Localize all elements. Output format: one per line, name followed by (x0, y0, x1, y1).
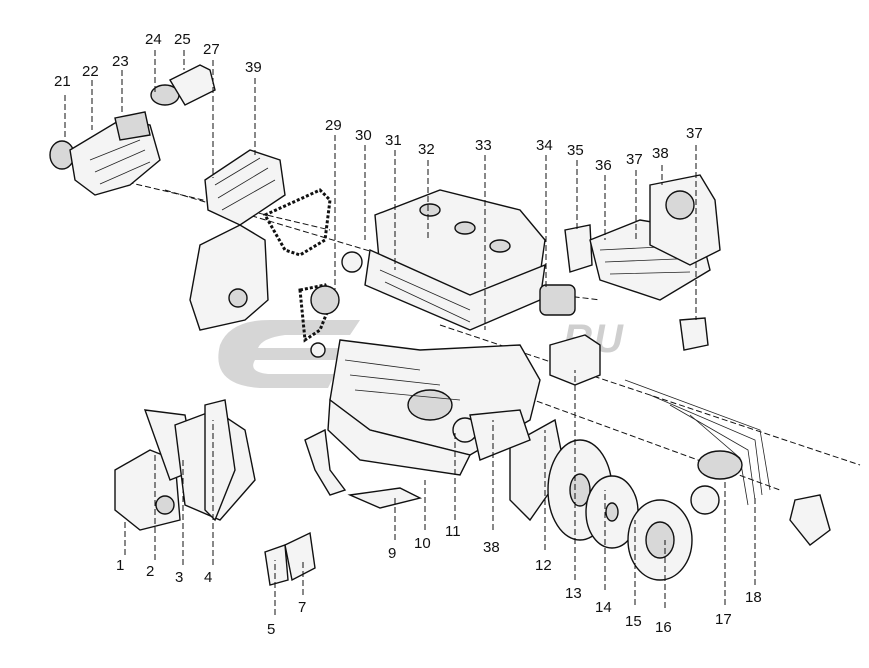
cylinder-head (364, 189, 546, 331)
timing-belt (262, 188, 363, 358)
callout-36: 38 (652, 145, 669, 162)
callout-29: 31 (385, 132, 402, 149)
callout-39: 39 (245, 59, 262, 76)
callout-1: 1 (116, 557, 124, 574)
callout-22: 24 (145, 31, 162, 48)
engine-block (327, 339, 541, 476)
callout-30: 32 (418, 141, 435, 158)
callout-21: 23 (112, 53, 129, 70)
callout-37: 37 (686, 125, 703, 142)
callout-33: 35 (567, 142, 584, 159)
callout-2: 2 (146, 563, 154, 580)
callout-24: 27 (203, 41, 220, 58)
callout-25: 29 (325, 117, 342, 134)
callout-19: 21 (54, 73, 71, 90)
callout-35: 37 (626, 151, 643, 168)
callout-13: 13 (565, 585, 582, 602)
callout-11: 11 (445, 523, 461, 540)
callout-32: 34 (536, 137, 553, 154)
callout-20: 22 (82, 63, 99, 80)
callout-23: 25 (174, 31, 191, 48)
callout-labels: 21 22 23 24 25 27 39 29 30 31 32 33 34 3… (54, 31, 762, 638)
valve-cover-gasket (204, 149, 286, 226)
oil-filter (539, 284, 576, 316)
callout-12: 12 (535, 557, 552, 574)
callout-4: 4 (204, 569, 212, 586)
callout-leaders (64, 50, 756, 615)
callout-17: 17 (715, 611, 732, 628)
distributor (564, 224, 593, 273)
throttle-body (649, 174, 721, 351)
small-plates (264, 531, 316, 586)
callout-34: 36 (595, 157, 612, 174)
starter-motor (549, 334, 601, 386)
callout-14: 14 (595, 599, 612, 616)
callout-15: 15 (625, 613, 642, 630)
coolant-outlet-assembly (49, 64, 216, 196)
callout-18: 18 (745, 589, 762, 606)
spark-plug-wires (624, 379, 771, 506)
callout-38: 38 (483, 539, 500, 556)
callout-5: 5 (267, 621, 275, 638)
callout-16: 16 (655, 619, 672, 636)
callout-9: 9 (388, 545, 396, 562)
callout-10: 10 (414, 535, 431, 552)
accessory-pulley (690, 450, 831, 546)
flywheel-clutch (509, 418, 693, 581)
timing-cover-upper (189, 224, 269, 331)
callout-31: 33 (475, 137, 492, 154)
lower-timing-covers (114, 399, 256, 531)
callout-3: 3 (175, 569, 183, 586)
callout-27: 30 (355, 127, 372, 144)
oil-pan-parts (304, 409, 531, 509)
callout-7: 7 (298, 599, 306, 616)
